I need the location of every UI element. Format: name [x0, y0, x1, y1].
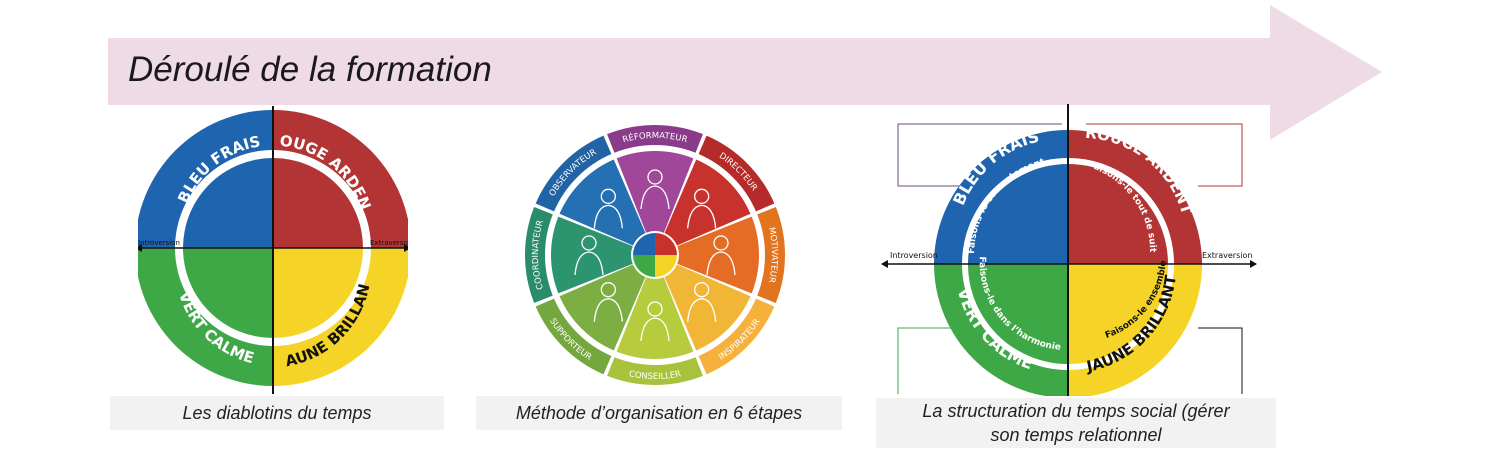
label-introversion: Introversion [890, 251, 938, 260]
bracket-top-right [1086, 123, 1243, 187]
caption-method-text: Méthode d’organisation en 6 étapes [515, 403, 803, 423]
bracket-top-left [897, 123, 1062, 187]
figure-body-icon [593, 204, 623, 229]
quadrant-blue-inner [183, 158, 273, 248]
axis-arrow-left [138, 244, 142, 252]
figure-body-icon [687, 298, 717, 322]
figure-body-icon [640, 317, 670, 342]
axis-arrow-right [1250, 260, 1257, 268]
rim-reformateur [607, 125, 703, 153]
quadrant-green-inner [968, 264, 1068, 364]
rim-supporteur [535, 298, 612, 375]
segment-coordinateur [551, 216, 633, 294]
bracket-bottom-right [1198, 327, 1243, 394]
figure-head-icon [694, 188, 710, 204]
figure-head-icon [600, 282, 616, 298]
axis-arrow-right [404, 244, 408, 252]
figure-head-icon [713, 235, 729, 251]
figure-body-icon [574, 251, 604, 276]
timeline-banner-arrow [108, 5, 1382, 140]
center-quadrant [655, 255, 677, 277]
quadrant-red-inner [273, 158, 363, 248]
segment-directeur [664, 159, 751, 246]
diagram-social-time: Introversion Extraversion BLEU FRAIS ROU… [880, 104, 1257, 396]
axis-arrow-left [881, 260, 888, 268]
figure-head-icon [647, 301, 663, 317]
rim-observateur [535, 135, 612, 212]
wheel-label-coordinateur: COORDINATEUR [531, 219, 546, 291]
quadrant-yellow-inner [273, 248, 363, 338]
wheel-label-motivateur: MOTIVATEUR [766, 226, 779, 283]
figure-body-icon [687, 204, 717, 229]
figure-body-icon [640, 185, 670, 210]
segment-observateur [559, 159, 646, 246]
figure-body-icon [593, 298, 623, 322]
figure-head-icon [600, 188, 616, 204]
rim-directeur [698, 135, 775, 212]
quadrant-yellow-inner [1068, 264, 1168, 364]
rim-coordinateur [525, 207, 553, 303]
center-quadrant [633, 255, 655, 277]
center-quadrant [633, 233, 655, 255]
caption-social-time-line2: son temps relationnel [990, 425, 1162, 445]
quadrant-green-inner [183, 248, 273, 338]
rim-motivateur [757, 207, 785, 303]
wheel-label-conseiller: CONSEILLER [628, 369, 682, 382]
label-introversion: Introversion [138, 239, 180, 247]
quadrant-blue-inner [968, 164, 1068, 264]
label-extraversion: Extraversion [370, 239, 408, 247]
caption-diablotins-text: Les diablotins du temps [182, 403, 372, 423]
segment-reformateur [616, 151, 694, 233]
figure-body-icon [706, 251, 736, 276]
quadrant-red-inner [1068, 164, 1168, 264]
caption-method: Méthode d’organisation en 6 étapes [476, 396, 842, 430]
svg-text:RÉFORMATEUR: RÉFORMATEUR [622, 131, 689, 145]
segment-motivateur [677, 216, 759, 294]
figure-head-icon [581, 235, 597, 251]
svg-text:MOTIVATEUR: MOTIVATEUR [766, 226, 779, 283]
banner-arrow-shape [108, 5, 1382, 140]
svg-text:COORDINATEUR: COORDINATEUR [531, 219, 546, 291]
rim-inspirateur [698, 298, 775, 375]
bracket-bottom-left [897, 327, 964, 394]
figure-head-icon [694, 282, 710, 298]
segment-inspirateur [664, 264, 751, 351]
figure-head-icon [647, 169, 663, 185]
segment-supporteur [559, 264, 646, 351]
diagram-diablotins: Introversion Extraversion BLEU FRAIS ROU… [138, 104, 408, 394]
label-extraversion: Extraversion [1202, 251, 1252, 260]
rim-conseiller [607, 357, 703, 385]
center-quadrant [655, 233, 677, 255]
wheel-label-reformateur: RÉFORMATEUR [622, 131, 689, 145]
banner-title: Déroulé de la formation [128, 50, 492, 89]
svg-text:CONSEILLER: CONSEILLER [628, 369, 682, 382]
caption-diablotins: Les diablotins du temps [110, 396, 444, 430]
caption-social-time: La structuration du temps social (gérer … [876, 398, 1276, 448]
diagram-method-wheel: RÉFORMATEURDIRECTEURMOTIVATEURINSPIRATEU… [525, 125, 785, 385]
caption-social-time-line1: La structuration du temps social (gérer [922, 401, 1230, 421]
